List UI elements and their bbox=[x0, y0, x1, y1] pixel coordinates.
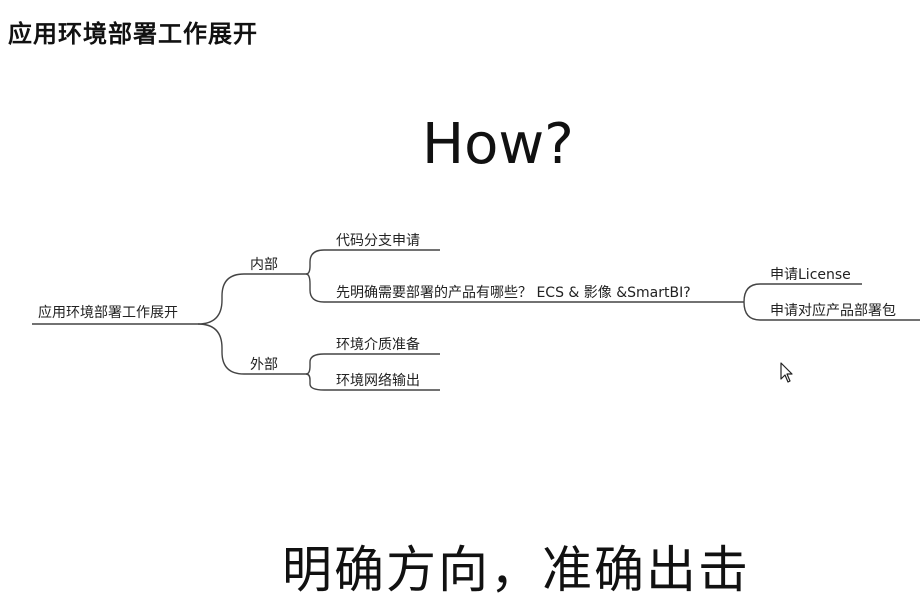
mindmap-node-network: 环境网络输出 bbox=[336, 373, 420, 389]
mindmap-root: 应用环境部署工作展开 bbox=[38, 305, 178, 321]
connector-root-to-external bbox=[197, 323, 245, 375]
connector-internal-to-products bbox=[305, 273, 325, 303]
connector-root-to-internal bbox=[197, 273, 245, 325]
mindmap-branch-internal: 内部 bbox=[250, 257, 278, 273]
slide-title: 应用环境部署工作展开 bbox=[8, 20, 258, 48]
mindmap-node-license: 申请License bbox=[770, 267, 851, 283]
connector-products-to-license bbox=[743, 283, 761, 303]
slide-slogan: 明确方向，准确出击 bbox=[282, 541, 750, 599]
mindmap-node-code-branch: 代码分支申请 bbox=[336, 233, 420, 249]
connector-products-to-package bbox=[743, 301, 761, 321]
connector-external-to-media bbox=[305, 353, 325, 375]
mindmap-node-package: 申请对应产品部署包 bbox=[770, 303, 896, 319]
mindmap-branch-external: 外部 bbox=[250, 357, 278, 373]
mindmap-node-products: 先明确需要部署的产品有哪些？ ECS & 影像 &SmartBI? bbox=[336, 285, 691, 301]
mouse-pointer-icon bbox=[780, 362, 793, 383]
heading-how: How? bbox=[422, 112, 574, 177]
connector-internal-to-code-branch bbox=[305, 249, 325, 275]
mindmap-node-media: 环境介质准备 bbox=[336, 337, 420, 353]
connector-external-to-network bbox=[305, 373, 325, 391]
